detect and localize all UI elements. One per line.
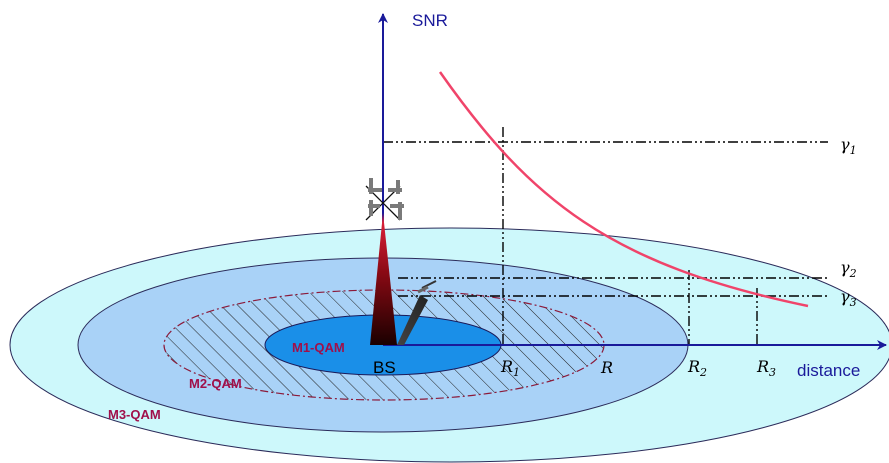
- m3-zone-label: M3-QAM: [108, 407, 161, 422]
- snr-axis-label: SNR: [412, 11, 448, 30]
- gamma3-label: γ3: [840, 287, 857, 309]
- snr-curve: [438, 71, 809, 308]
- r-label: R: [600, 358, 613, 377]
- r2-label: R2: [687, 357, 707, 379]
- m1-zone-label: M1-QAM: [292, 340, 345, 355]
- distance-axis-label: distance: [797, 361, 860, 380]
- base-station-tower: [365, 178, 437, 345]
- bs-label: BS: [373, 358, 396, 377]
- r1-label: R1: [500, 357, 520, 379]
- r3-label: R3: [756, 357, 776, 379]
- gamma2-label: γ2: [840, 258, 857, 280]
- gamma1-label: γ1: [840, 135, 857, 157]
- m2-zone-label: M2-QAM: [189, 376, 242, 391]
